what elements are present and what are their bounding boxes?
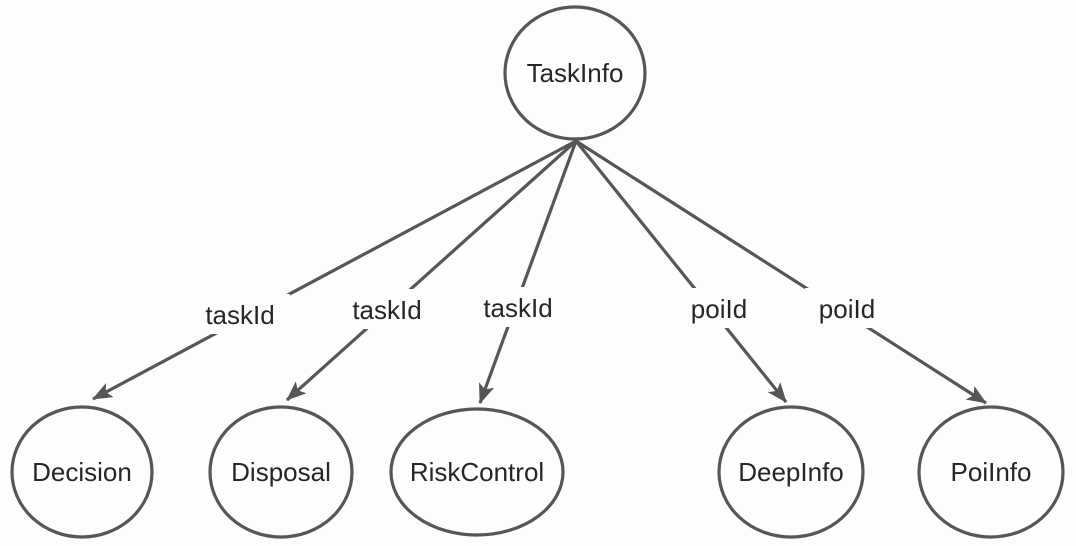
edge-label-poiid-2: poiId xyxy=(819,294,875,324)
node-circle-poiinfo xyxy=(917,405,1065,539)
edge-label-mask xyxy=(468,287,568,327)
edge-label-taskid-1: taskId xyxy=(205,300,274,330)
edge-label-poiid-1: poiId xyxy=(691,294,747,324)
node-circle-decision xyxy=(10,405,154,539)
edge-label-mask xyxy=(190,294,290,334)
node-circle-disposal xyxy=(208,405,354,539)
edge-taskinfo-riskcontrol xyxy=(478,140,578,404)
node-label-disposal: Disposal xyxy=(231,457,331,487)
node-label-taskinfo: TaskInfo xyxy=(527,58,624,88)
edge-label-taskid-2: taskId xyxy=(352,295,421,325)
edge-taskinfo-decision xyxy=(92,139,577,401)
edge-taskinfo-poiinfo xyxy=(575,139,987,405)
edge-label-mask xyxy=(677,288,761,328)
node-circle-taskinfo xyxy=(503,5,647,141)
edge-group xyxy=(92,139,987,405)
node-label-riskcontrol: RiskControl xyxy=(410,457,544,487)
edge-label-mask xyxy=(805,288,889,328)
edge-label-mask xyxy=(337,289,437,329)
node-label-poiinfo: PoiInfo xyxy=(951,457,1032,487)
node-label-decision: Decision xyxy=(32,457,132,487)
edge-label-group: taskId taskId taskId poiId poiId xyxy=(190,287,889,334)
node-circle-riskcontrol xyxy=(389,407,565,537)
node-circle-deepinfo xyxy=(717,405,865,539)
node-group: TaskInfo Decision Disposal RiskControl D… xyxy=(10,5,1065,539)
edge-taskinfo-deepinfo xyxy=(574,139,788,404)
edge-label-taskid-3: taskId xyxy=(483,293,552,323)
node-label-deepinfo: DeepInfo xyxy=(738,457,844,487)
edge-taskinfo-disposal xyxy=(285,139,578,402)
